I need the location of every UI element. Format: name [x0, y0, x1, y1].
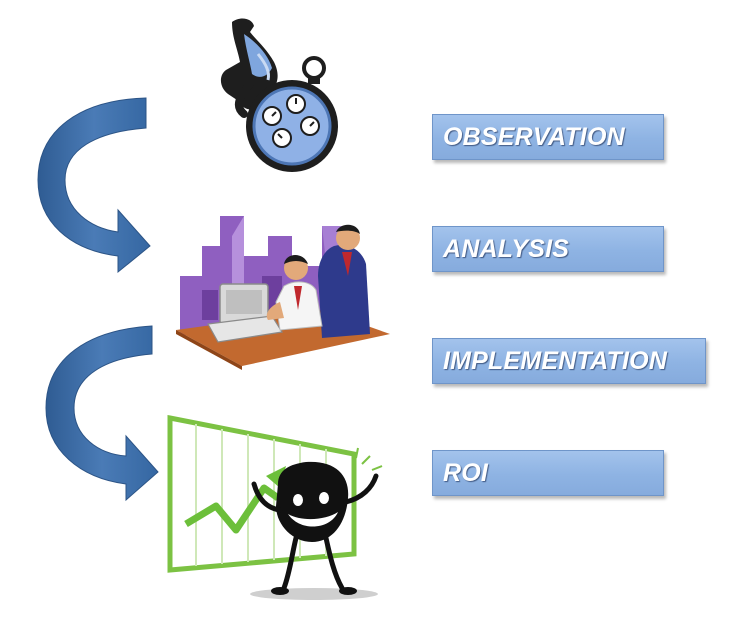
step-implementation-label: IMPLEMENTATION — [443, 346, 668, 375]
step-roi-box: ROI — [432, 450, 664, 496]
step-roi-label: ROI — [443, 458, 489, 487]
step-implementation-box: IMPLEMENTATION — [432, 338, 706, 384]
step-analysis-label: ANALYSIS — [443, 234, 570, 263]
rising-chart-icon — [167, 414, 383, 600]
office-workers-icon — [176, 216, 390, 370]
stopwatch-icon — [220, 18, 338, 172]
step-observation-label: OBSERVATION — [443, 122, 625, 151]
step-observation-box: OBSERVATION — [432, 114, 664, 160]
step-analysis-box: ANALYSIS — [432, 226, 664, 272]
